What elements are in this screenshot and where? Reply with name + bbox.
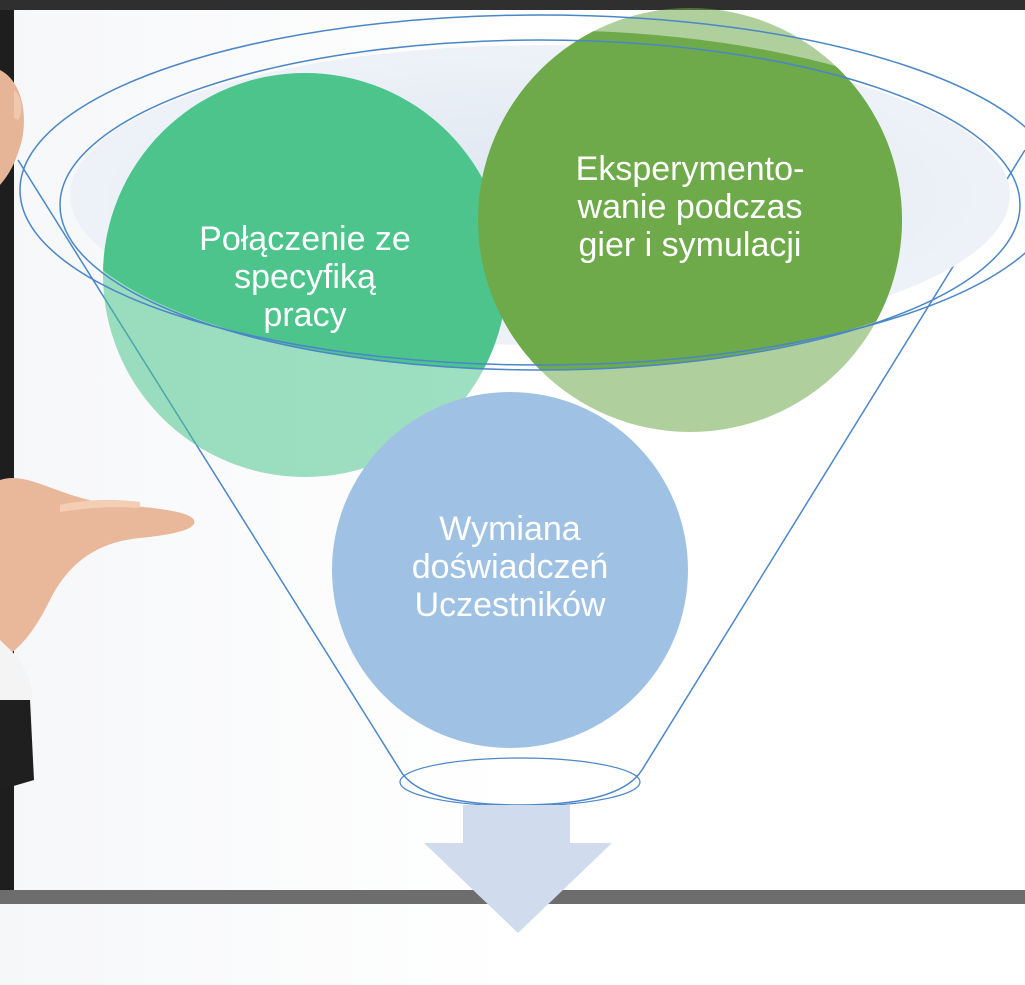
bubble-label-experience-exchange: Wymiana doświadczeń Uczestników xyxy=(411,510,609,624)
down-arrow xyxy=(424,805,612,933)
bubble-label-work-specificity: Połączenie ze specyfiką pracy xyxy=(199,220,411,334)
bubble-label-experimentation: Eksperymento- wanie podczas gier i symul… xyxy=(575,150,805,264)
bubble-circle-3 xyxy=(332,392,688,748)
funnel-rim-outer xyxy=(19,14,1025,366)
bubble-circle-1-rim xyxy=(103,73,507,370)
presenter-hands-image xyxy=(0,10,195,890)
bubble-circle-2-rim xyxy=(478,30,902,370)
top-bar xyxy=(0,0,1025,10)
funnel-rim-inner xyxy=(59,39,1021,371)
